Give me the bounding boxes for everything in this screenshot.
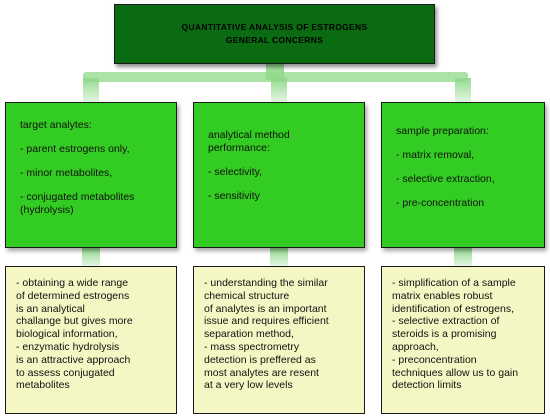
title-box: QUANTITATIVE ANALYSIS OF ESTROGENS GENER… (114, 4, 435, 64)
note-line: - understanding the similar (204, 277, 328, 289)
note-line: detection limits (392, 379, 462, 392)
note-line: steroids is a promising (392, 328, 497, 341)
note-line: metabolites (16, 379, 70, 392)
note-line: matrix enables robust (392, 289, 493, 302)
concern-item: (hydrolysis) (20, 204, 74, 216)
note-line: to assess conjugated (16, 366, 115, 379)
note-line: chemical structure (204, 289, 290, 302)
concern-item: - pre-concentration (396, 197, 485, 209)
concern-heading: sample preparation: (396, 125, 489, 137)
connector-horizontal-bar (83, 72, 468, 82)
note-line: challange but gives more (16, 315, 133, 328)
note-line: at a very low levels (204, 379, 293, 392)
title-line-1: QUANTITATIVE ANALYSIS OF ESTROGENS (181, 22, 368, 32)
note-line: biological information, (16, 328, 118, 341)
connector-drop-2 (271, 78, 287, 102)
note-line: - enzymatic hydrolysis (16, 340, 120, 353)
note-line: techniques allow us to gain (392, 366, 519, 379)
concern-heading: analytical method (208, 129, 290, 141)
note-line: of determined estrogens (16, 289, 130, 302)
concern-box-sample-preparation: sample preparation: - matrix removal, - … (381, 102, 545, 248)
concern-box-method-performance: analytical method performance: - selecti… (193, 102, 365, 248)
note-box-method-performance: - understanding the similar chemical str… (193, 266, 365, 414)
note-line: is an attractive approach (16, 353, 131, 366)
note-line: - obtaining a wide range (16, 277, 129, 289)
connector-drop-3 (455, 78, 471, 102)
note-line: - preconcentration (392, 353, 477, 366)
note-line: approach, (392, 340, 439, 353)
connector-drop-1 (83, 78, 99, 102)
concern-item: - conjugated metabolites (20, 191, 135, 203)
concern-item: - minor metabolites, (20, 167, 113, 179)
concern-item: - selective extraction, (396, 173, 495, 185)
concern-item: - selectivity, (208, 166, 263, 178)
note-line: separation method, (204, 328, 294, 341)
connector-lower-3 (454, 248, 472, 266)
note-line: - simplification of a sample (392, 277, 516, 289)
note-box-sample-preparation: - simplification of a sample matrix enab… (381, 266, 545, 414)
concern-item: - parent estrogens only, (20, 143, 130, 155)
connector-lower-2 (270, 248, 288, 266)
note-line: detection is preffered as (204, 353, 316, 366)
concern-item: - sensitivity (208, 190, 260, 202)
note-box-target-analytes: - obtaining a wide range of determined e… (5, 266, 177, 414)
note-line: - mass spectrometry (204, 340, 300, 353)
note-line: issue and requires efficient (204, 315, 329, 328)
note-line: identification of estrogens, (392, 302, 514, 315)
note-line: is an analytical (16, 302, 85, 315)
concern-item: - matrix removal, (396, 149, 475, 161)
note-line: - selective extraction of (392, 315, 500, 328)
note-line: most analytes are resent (204, 366, 319, 379)
concern-heading: target analytes: (20, 119, 92, 131)
connector-lower-1 (82, 248, 100, 266)
note-line: of analytes is an important (204, 302, 327, 315)
concern-box-target-analytes: target analytes: - parent estrogens only… (5, 102, 177, 248)
title-line-2: GENERAL CONCERNS (225, 35, 324, 45)
concern-heading: performance: (208, 142, 270, 154)
